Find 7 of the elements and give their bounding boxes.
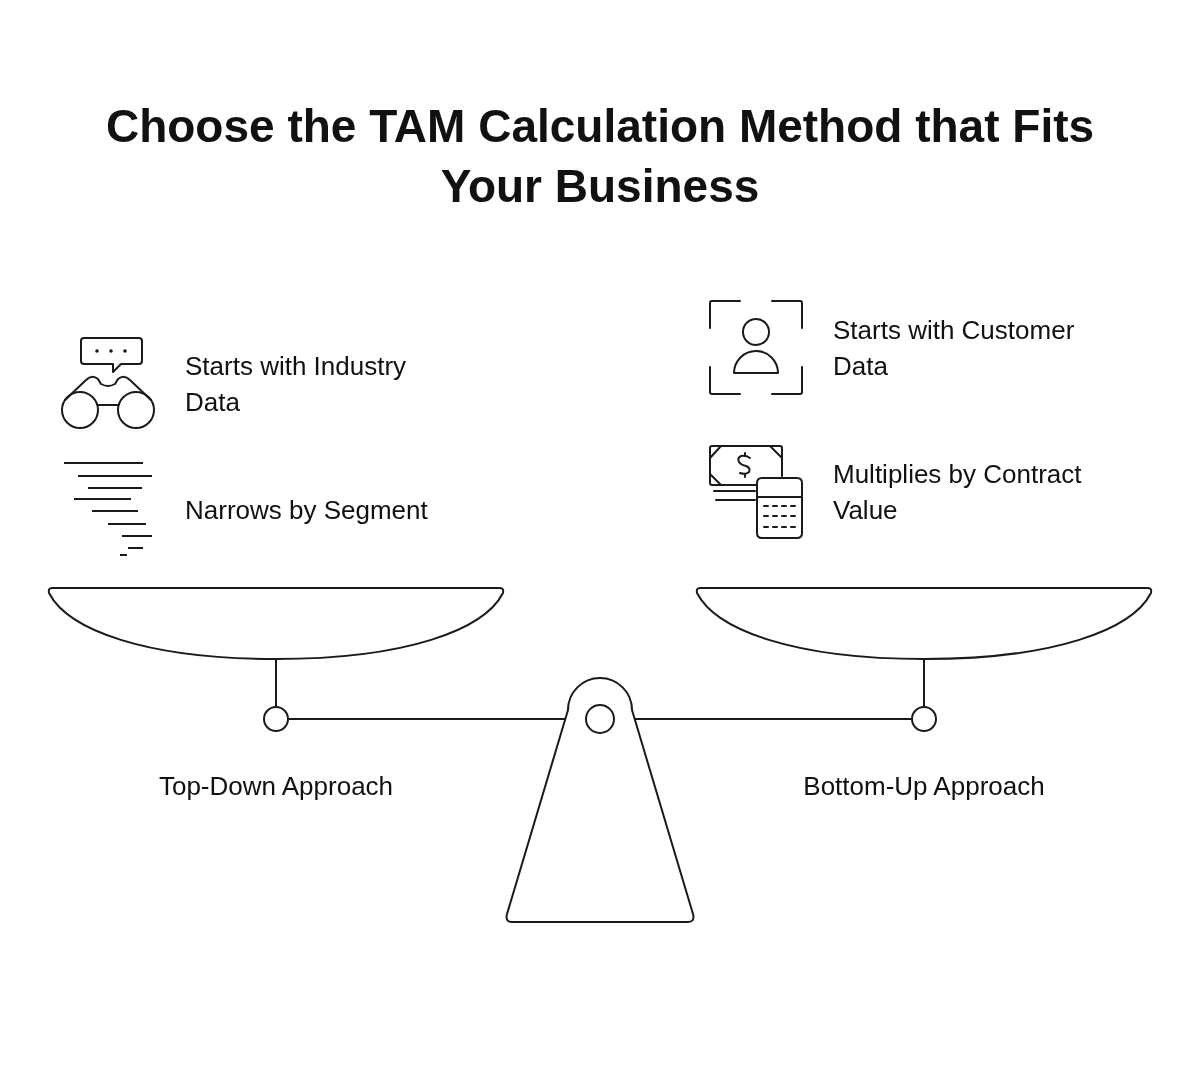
approach-label: Bottom-Up Approach xyxy=(803,771,1045,801)
step-label: Multiplies by Contract Value xyxy=(833,459,1082,525)
step-label: Starts with Customer Data xyxy=(833,315,1075,381)
step-label: Starts with Industry Data xyxy=(185,351,407,417)
approach-label: Top-Down Approach xyxy=(158,771,394,801)
title-heading: Choose the TAM Calculation Method that Fits Your Business xyxy=(105,100,1095,212)
step-label: Narrows by Segment xyxy=(185,495,428,525)
